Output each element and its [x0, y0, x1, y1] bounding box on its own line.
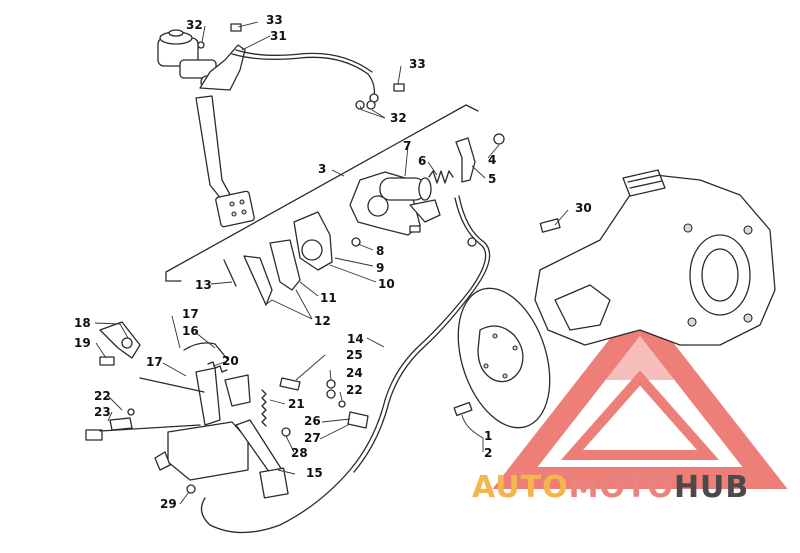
- callout-labels: 1 2 3 4 5 6 7 8 9 10 11 12 13 14 15 16 1…: [74, 13, 592, 511]
- callout-19: 19: [74, 336, 91, 350]
- callout-17-lower: 17: [146, 355, 163, 369]
- exploded-view-bracket: [165, 104, 479, 282]
- callout-9: 9: [376, 261, 384, 275]
- callout-12: 12: [314, 314, 331, 328]
- watermark-text: AUTOMOTOHUB: [472, 470, 749, 505]
- banjo-bolts: [197, 23, 405, 110]
- callout-33-top: 33: [266, 13, 283, 27]
- brake-disc: [453, 287, 551, 429]
- callout-13: 13: [195, 278, 212, 292]
- callout-24: 24: [346, 366, 363, 380]
- brake-cable: [200, 197, 487, 534]
- callout-10: 10: [378, 277, 395, 291]
- callout-23: 23: [94, 405, 111, 419]
- callout-18: 18: [74, 316, 91, 330]
- callout-21: 21: [288, 397, 305, 411]
- caliper-assembly: [223, 133, 505, 306]
- callout-26: 26: [304, 414, 321, 428]
- callout-5: 5: [488, 172, 496, 186]
- master-cylinder-assembly: [157, 29, 255, 228]
- callout-7: 7: [403, 139, 411, 153]
- callout-30: 30: [575, 201, 592, 215]
- callout-29: 29: [160, 497, 177, 511]
- callout-4: 4: [488, 153, 496, 167]
- callout-32-right: 32: [390, 111, 407, 125]
- callout-28: 28: [291, 446, 308, 460]
- callout-6: 6: [418, 154, 426, 168]
- callout-14: 14: [347, 332, 364, 346]
- callout-2: 2: [484, 446, 492, 460]
- watermark-auto: AUTO: [472, 470, 569, 505]
- callout-16: 16: [182, 324, 199, 338]
- callout-22-right: 22: [346, 383, 363, 397]
- callout-11: 11: [320, 291, 337, 305]
- gearcase-housing: [534, 169, 776, 346]
- callout-31: 31: [270, 29, 287, 43]
- callout-25: 25: [346, 348, 363, 362]
- callout-33-right: 33: [409, 57, 426, 71]
- callout-1: 1: [484, 429, 492, 443]
- callout-22-left: 22: [94, 389, 111, 403]
- callout-20: 20: [222, 354, 239, 368]
- callout-27: 27: [304, 431, 321, 445]
- leader-lines: [94, 21, 569, 505]
- parking-brake-pedal-assembly: [85, 321, 369, 499]
- callout-17-top: 17: [182, 307, 199, 321]
- callout-8: 8: [376, 244, 384, 258]
- callout-15: 15: [306, 466, 323, 480]
- brake-hose: [231, 53, 376, 97]
- watermark-hub: HUB: [673, 470, 750, 505]
- callout-3: 3: [318, 162, 326, 176]
- watermark-triangle-logo: [492, 300, 788, 489]
- callout-32-top: 32: [186, 18, 203, 32]
- watermark-moto: MOTO: [568, 470, 674, 505]
